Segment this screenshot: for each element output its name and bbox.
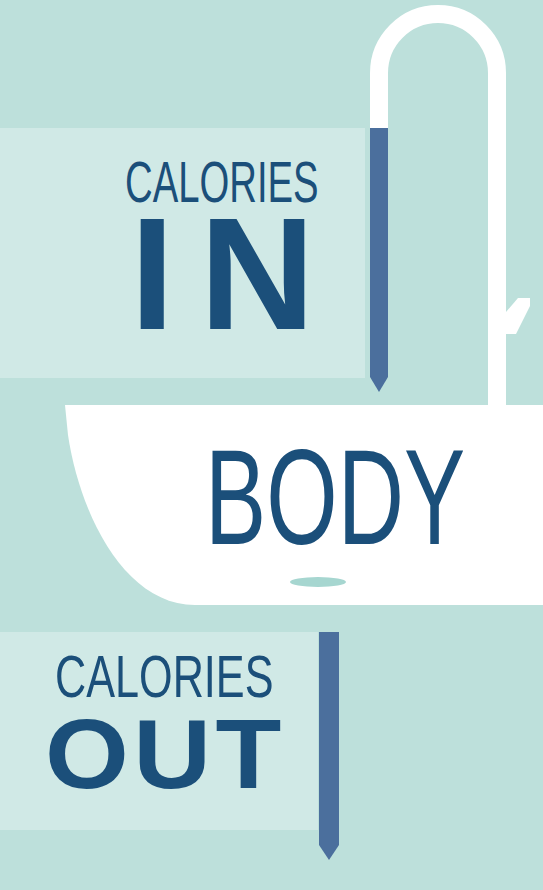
- basin-shape: [65, 405, 543, 605]
- flow-bar: [370, 128, 388, 392]
- panel-heading: CALORIES: [55, 647, 273, 707]
- panel-word: OUT: [45, 705, 286, 803]
- sink-basin: BODY: [65, 405, 543, 605]
- panel-word: IN: [130, 194, 340, 354]
- intake-panel: CALORIESIN: [0, 128, 365, 378]
- faucet-handle: [506, 298, 530, 334]
- output-panel: CALORIESOUT: [0, 632, 318, 830]
- flow-bar: [319, 632, 339, 860]
- drain-hole: [290, 577, 346, 587]
- faucet-pipe: [379, 14, 497, 410]
- basin-word: BODY: [205, 430, 465, 565]
